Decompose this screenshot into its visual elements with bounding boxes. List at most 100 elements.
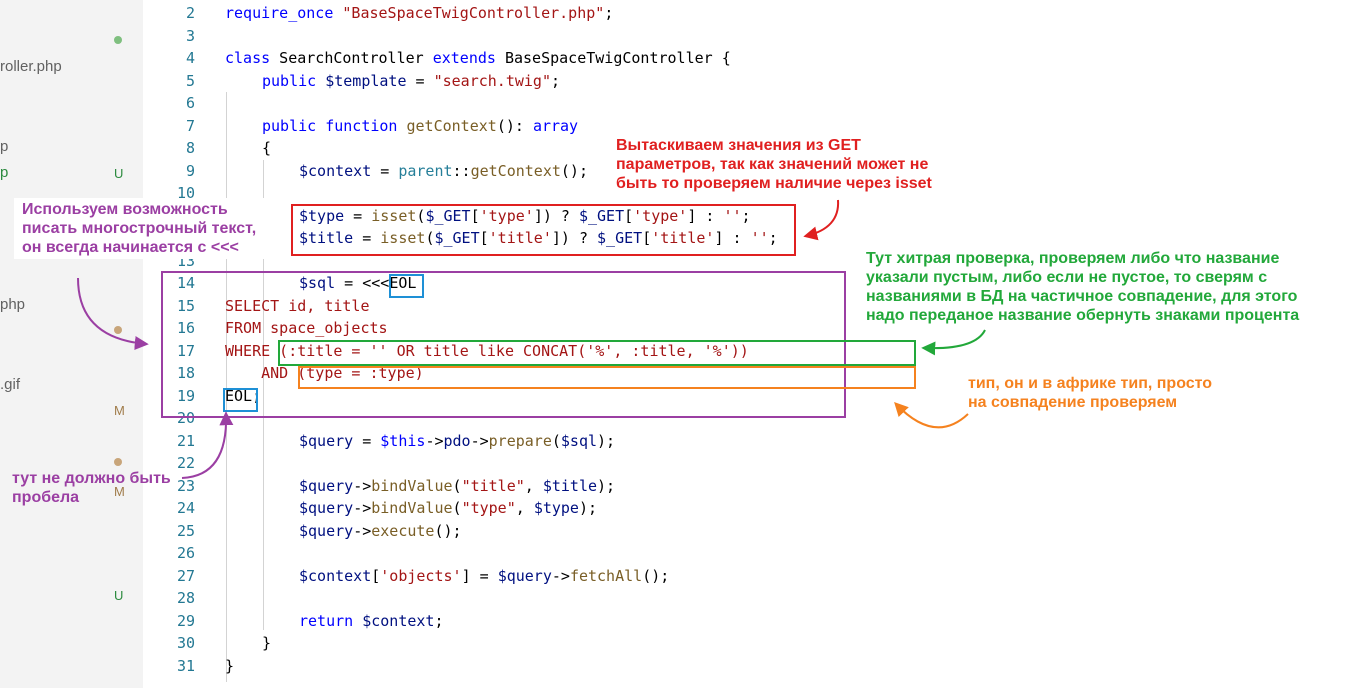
code-token: "title" [461,476,525,495]
code-token: execute [371,521,435,540]
code-text: } [225,656,235,675]
code-token: "BaseSpaceTwigController.php" [342,4,605,22]
code-token: [ [624,206,634,225]
code-token: EOL [225,386,253,405]
annotation-green: Тут хитрая проверка, проверяем либо что … [866,249,1300,325]
code-token: bindValue [371,499,453,517]
code-token: function [325,116,398,135]
line-number: 26 [176,544,195,562]
code-token: ); [578,499,598,517]
code-token: $_GET [434,229,480,247]
code-token: (); [560,161,588,180]
code-text: return $context; [299,610,444,632]
code-token: $context [299,566,372,585]
line-number: 23 [176,476,195,495]
code-text: require_once "BaseSpaceTwigController.ph… [225,2,613,24]
line-number: 15 [176,296,195,315]
code-token: [ [371,566,381,585]
code-token: return [299,611,354,630]
code-token: = [353,431,381,450]
code-token: $query [299,431,354,450]
code-token: ; [604,4,614,22]
line-number: 18 [176,364,195,382]
code-token: ] : [714,229,751,247]
explorer-sidebar: roller.php p p U php .gif M M U [0,0,143,688]
code-token: 'type' [633,206,688,225]
file-item-p[interactable]: p [0,138,9,155]
line-number: 5 [185,71,195,90]
status-badge-modified: M [114,403,125,418]
code-token: , [524,476,543,495]
blue-eol-start-box [389,274,424,298]
code-token: -> [425,431,444,450]
code-token: bindValue [371,476,453,495]
code-editor[interactable]: 2 require_once "BaseSpaceTwigController.p… [143,0,1357,688]
line-number: 2 [185,4,195,22]
code-token: = <<< [335,274,390,292]
code-token: $title [542,476,598,495]
code-token: = [371,161,399,180]
code-token: $title [299,229,354,247]
code-token: $this [380,431,426,450]
code-token: , [515,499,534,517]
code-token: $query [299,476,354,495]
code-token: extends [432,49,496,67]
code-token: ( [452,476,462,495]
code-token: -> [551,566,570,585]
code-token: $type [533,499,579,517]
line-number: 27 [176,566,195,585]
code-token: ; [434,611,444,630]
arrow-orange [894,401,969,429]
code-token: class [225,49,271,67]
line-number: 25 [176,521,195,540]
line-number: 28 [176,589,195,607]
code-text: WHERE (:title = '' OR title like CONCAT(… [225,341,749,360]
line-number: 20 [176,409,195,427]
code-token: ] = [461,566,498,585]
code-token: (): [496,116,533,135]
code-token: '' [750,229,769,247]
line-number: 16 [176,319,195,337]
code-token: $_GET [425,206,471,225]
modified-dot-icon [114,458,122,466]
code-token: $context [362,611,435,630]
code-token: '' [723,206,742,225]
code-token: ] : [687,206,724,225]
line-number: 24 [176,499,195,517]
code-token: 'title' [488,229,552,247]
code-token: "search.twig" [433,71,551,90]
code-token: ( [551,431,561,450]
code-token: $query [299,499,354,517]
annotation-red: Вытаскиваем значения из GET параметров, … [616,136,932,193]
code-token: [ [470,206,480,225]
code-text: { [262,139,272,157]
code-text: SELECT id, title [225,296,370,315]
line-number: 6 [185,94,195,112]
file-item-controller-php[interactable]: roller.php [0,58,62,75]
code-token: 'objects' [380,566,462,585]
code-token: pdo [443,431,471,450]
code-text: $query = $this->pdo->prepare($sql); [299,430,615,452]
annotation-purple-bottom: тут не должно быть пробела [12,470,171,506]
code-token: = [344,206,372,225]
line-number: 19 [176,386,195,405]
code-text: $sql = <<<EOL [299,272,416,294]
indent-guide [263,160,264,630]
code-token: ; [768,229,778,247]
file-item-gif[interactable]: .gif [0,376,21,393]
line-number: 29 [176,611,195,630]
code-token: :: [452,161,471,180]
code-text: $type = isset($_GET['type']) ? $_GET['ty… [299,205,751,227]
code-token: 'type' [479,206,534,225]
file-item-php[interactable]: php [0,296,26,313]
line-number: 21 [176,431,195,450]
code-token: public [262,116,317,135]
code-text: } [262,634,272,652]
code-token: ); [597,476,616,495]
code-token: -> [353,499,372,517]
status-badge-modified: M [114,484,125,499]
file-item-p-untracked[interactable]: p [0,164,9,181]
code-token: $_GET [597,229,643,247]
code-token: ); [597,431,616,450]
